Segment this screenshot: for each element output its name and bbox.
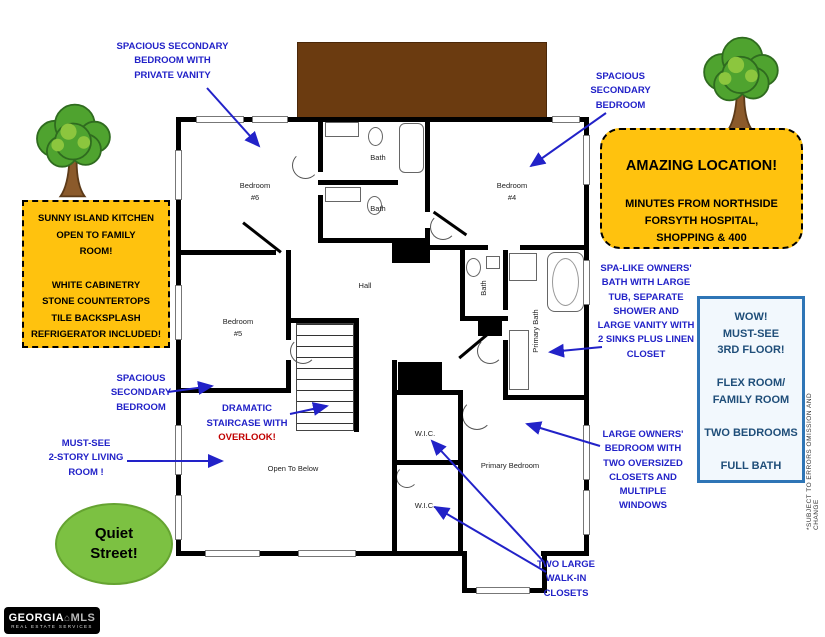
- wall: [392, 460, 462, 465]
- door-arc: [462, 400, 492, 430]
- room-label-bedroom6: Bedroom #6: [239, 181, 271, 202]
- chimney-block: [398, 362, 442, 390]
- room-label-open-to-below: Open To Below: [267, 464, 319, 473]
- window: [476, 587, 530, 594]
- window: [175, 495, 182, 540]
- wall: [458, 390, 463, 551]
- wall: [425, 228, 430, 250]
- wall: [428, 245, 488, 250]
- logo-brand: GEORGIA: [8, 611, 65, 624]
- note-bedroom4: SPACIOUS SECONDARY BEDROOM: [590, 71, 651, 111]
- note-owners-bedroom: LARGE OWNERS' BEDROOM WITH TWO OVERSIZED…: [602, 429, 684, 512]
- wall: [318, 117, 323, 172]
- toilet: [368, 127, 383, 146]
- closet-block: [392, 243, 430, 263]
- window: [196, 116, 244, 123]
- window: [205, 550, 260, 557]
- note-staircase-blue: DRAMATIC STAIRCASE WITH: [206, 403, 288, 429]
- location-badge-title: AMAZING LOCATION!: [625, 158, 778, 174]
- wall: [286, 250, 291, 340]
- sink-counter: [325, 122, 359, 137]
- room-label-bedroom4: Bedroom #4: [496, 181, 528, 202]
- door-arc: [292, 152, 319, 179]
- sink-counter: [325, 187, 361, 202]
- wall: [176, 250, 276, 255]
- window: [552, 116, 580, 123]
- window: [583, 425, 590, 480]
- vanity: [509, 330, 529, 390]
- tree-icon: [688, 34, 793, 134]
- third-floor-box: WOW! MUST-SEE 3RD FLOOR! FLEX ROOM/ FAMI…: [697, 296, 805, 483]
- tree-icon: [28, 98, 118, 203]
- wall: [291, 318, 359, 323]
- closet-block: [478, 318, 502, 336]
- wall: [318, 238, 430, 243]
- bathtub-basin: [552, 258, 579, 306]
- window: [583, 260, 590, 305]
- sink-counter: [486, 256, 500, 269]
- wall: [318, 195, 323, 240]
- window: [175, 425, 182, 475]
- room-label-hall: Hall: [358, 281, 372, 290]
- room-label-wic-top: W.I.C.: [414, 429, 436, 438]
- room-label-primary-bath: Primary Bath: [531, 309, 540, 353]
- logo-suffix: MLS: [70, 611, 96, 624]
- wall: [503, 340, 508, 400]
- wall: [286, 360, 291, 392]
- window: [175, 285, 182, 340]
- wall: [176, 117, 588, 122]
- note-staircase: DRAMATIC STAIRCASE WITH OVERLOOK!: [203, 388, 291, 459]
- quiet-street-oval: Quiet Street!: [55, 503, 173, 585]
- window: [252, 116, 288, 123]
- note-living-room: MUST-SEE 2-STORY LIVING ROOM !: [48, 438, 124, 478]
- door-arc: [396, 466, 418, 488]
- logo-tagline: REAL ESTATE SERVICES: [11, 624, 93, 630]
- wall: [462, 551, 467, 593]
- room-label-wic-bottom: W.I.C.: [414, 501, 436, 510]
- wall: [460, 250, 465, 320]
- note-bedroom6: SPACIOUS SECONDARY BEDROOM WITH PRIVATE …: [116, 41, 229, 81]
- window: [583, 490, 590, 535]
- window: [583, 135, 590, 185]
- wall: [503, 395, 589, 400]
- bathtub: [399, 123, 424, 173]
- wall: [176, 388, 291, 393]
- door-arc: [430, 214, 456, 240]
- toilet: [466, 258, 481, 277]
- wall: [392, 360, 397, 551]
- shower: [509, 253, 537, 281]
- toilet: [367, 196, 382, 215]
- georgia-mls-logo-text: GEORGIA⌂MLS: [9, 612, 96, 624]
- wall: [425, 117, 430, 212]
- wall: [318, 180, 398, 185]
- door-arc: [290, 338, 316, 364]
- room-label-bedroom5: Bedroom #5: [222, 317, 254, 338]
- note-closets: TWO LARGE WALK-IN CLOSETS: [536, 559, 596, 599]
- room-label-primary-bedroom: Primary Bedroom: [480, 461, 540, 470]
- room-label-bath-mid: Bath: [370, 204, 386, 213]
- disclaimer-text: *SUBJECT TO ERRORS OMISSION AND CHANGE: [806, 392, 820, 530]
- wall: [242, 221, 282, 254]
- wall: [503, 250, 508, 310]
- wall: [354, 318, 359, 432]
- note-bedroom5: SPACIOUS SECONDARY BEDROOM: [110, 373, 172, 413]
- house-icon: ⌂: [64, 612, 71, 624]
- wall: [520, 245, 589, 250]
- window: [175, 150, 182, 200]
- wall: [541, 551, 589, 556]
- note-staircase-red: OVERLOOK!: [218, 431, 276, 443]
- wall: [584, 117, 589, 556]
- georgia-mls-logo: GEORGIA⌂MLS REAL ESTATE SERVICES: [4, 607, 100, 634]
- room-label-bath-top: Bath: [370, 153, 386, 162]
- location-badge: AMAZING LOCATION! MINUTES FROM NORTHSIDE…: [600, 128, 803, 249]
- location-badge-body: MINUTES FROM NORTHSIDE FORSYTH HOSPITAL,…: [625, 198, 778, 245]
- roof-section: [297, 42, 547, 118]
- note-owners-bath: SPA-LIKE OWNERS' BATH WITH LARGE TUB, SE…: [597, 263, 695, 360]
- door-arc: [477, 338, 503, 364]
- room-label-bath-hall: Bath: [479, 280, 488, 296]
- window: [298, 550, 356, 557]
- kitchen-feature-box: SUNNY ISLAND KITCHEN OPEN TO FAMILY ROOM…: [22, 200, 170, 348]
- wall: [392, 390, 462, 395]
